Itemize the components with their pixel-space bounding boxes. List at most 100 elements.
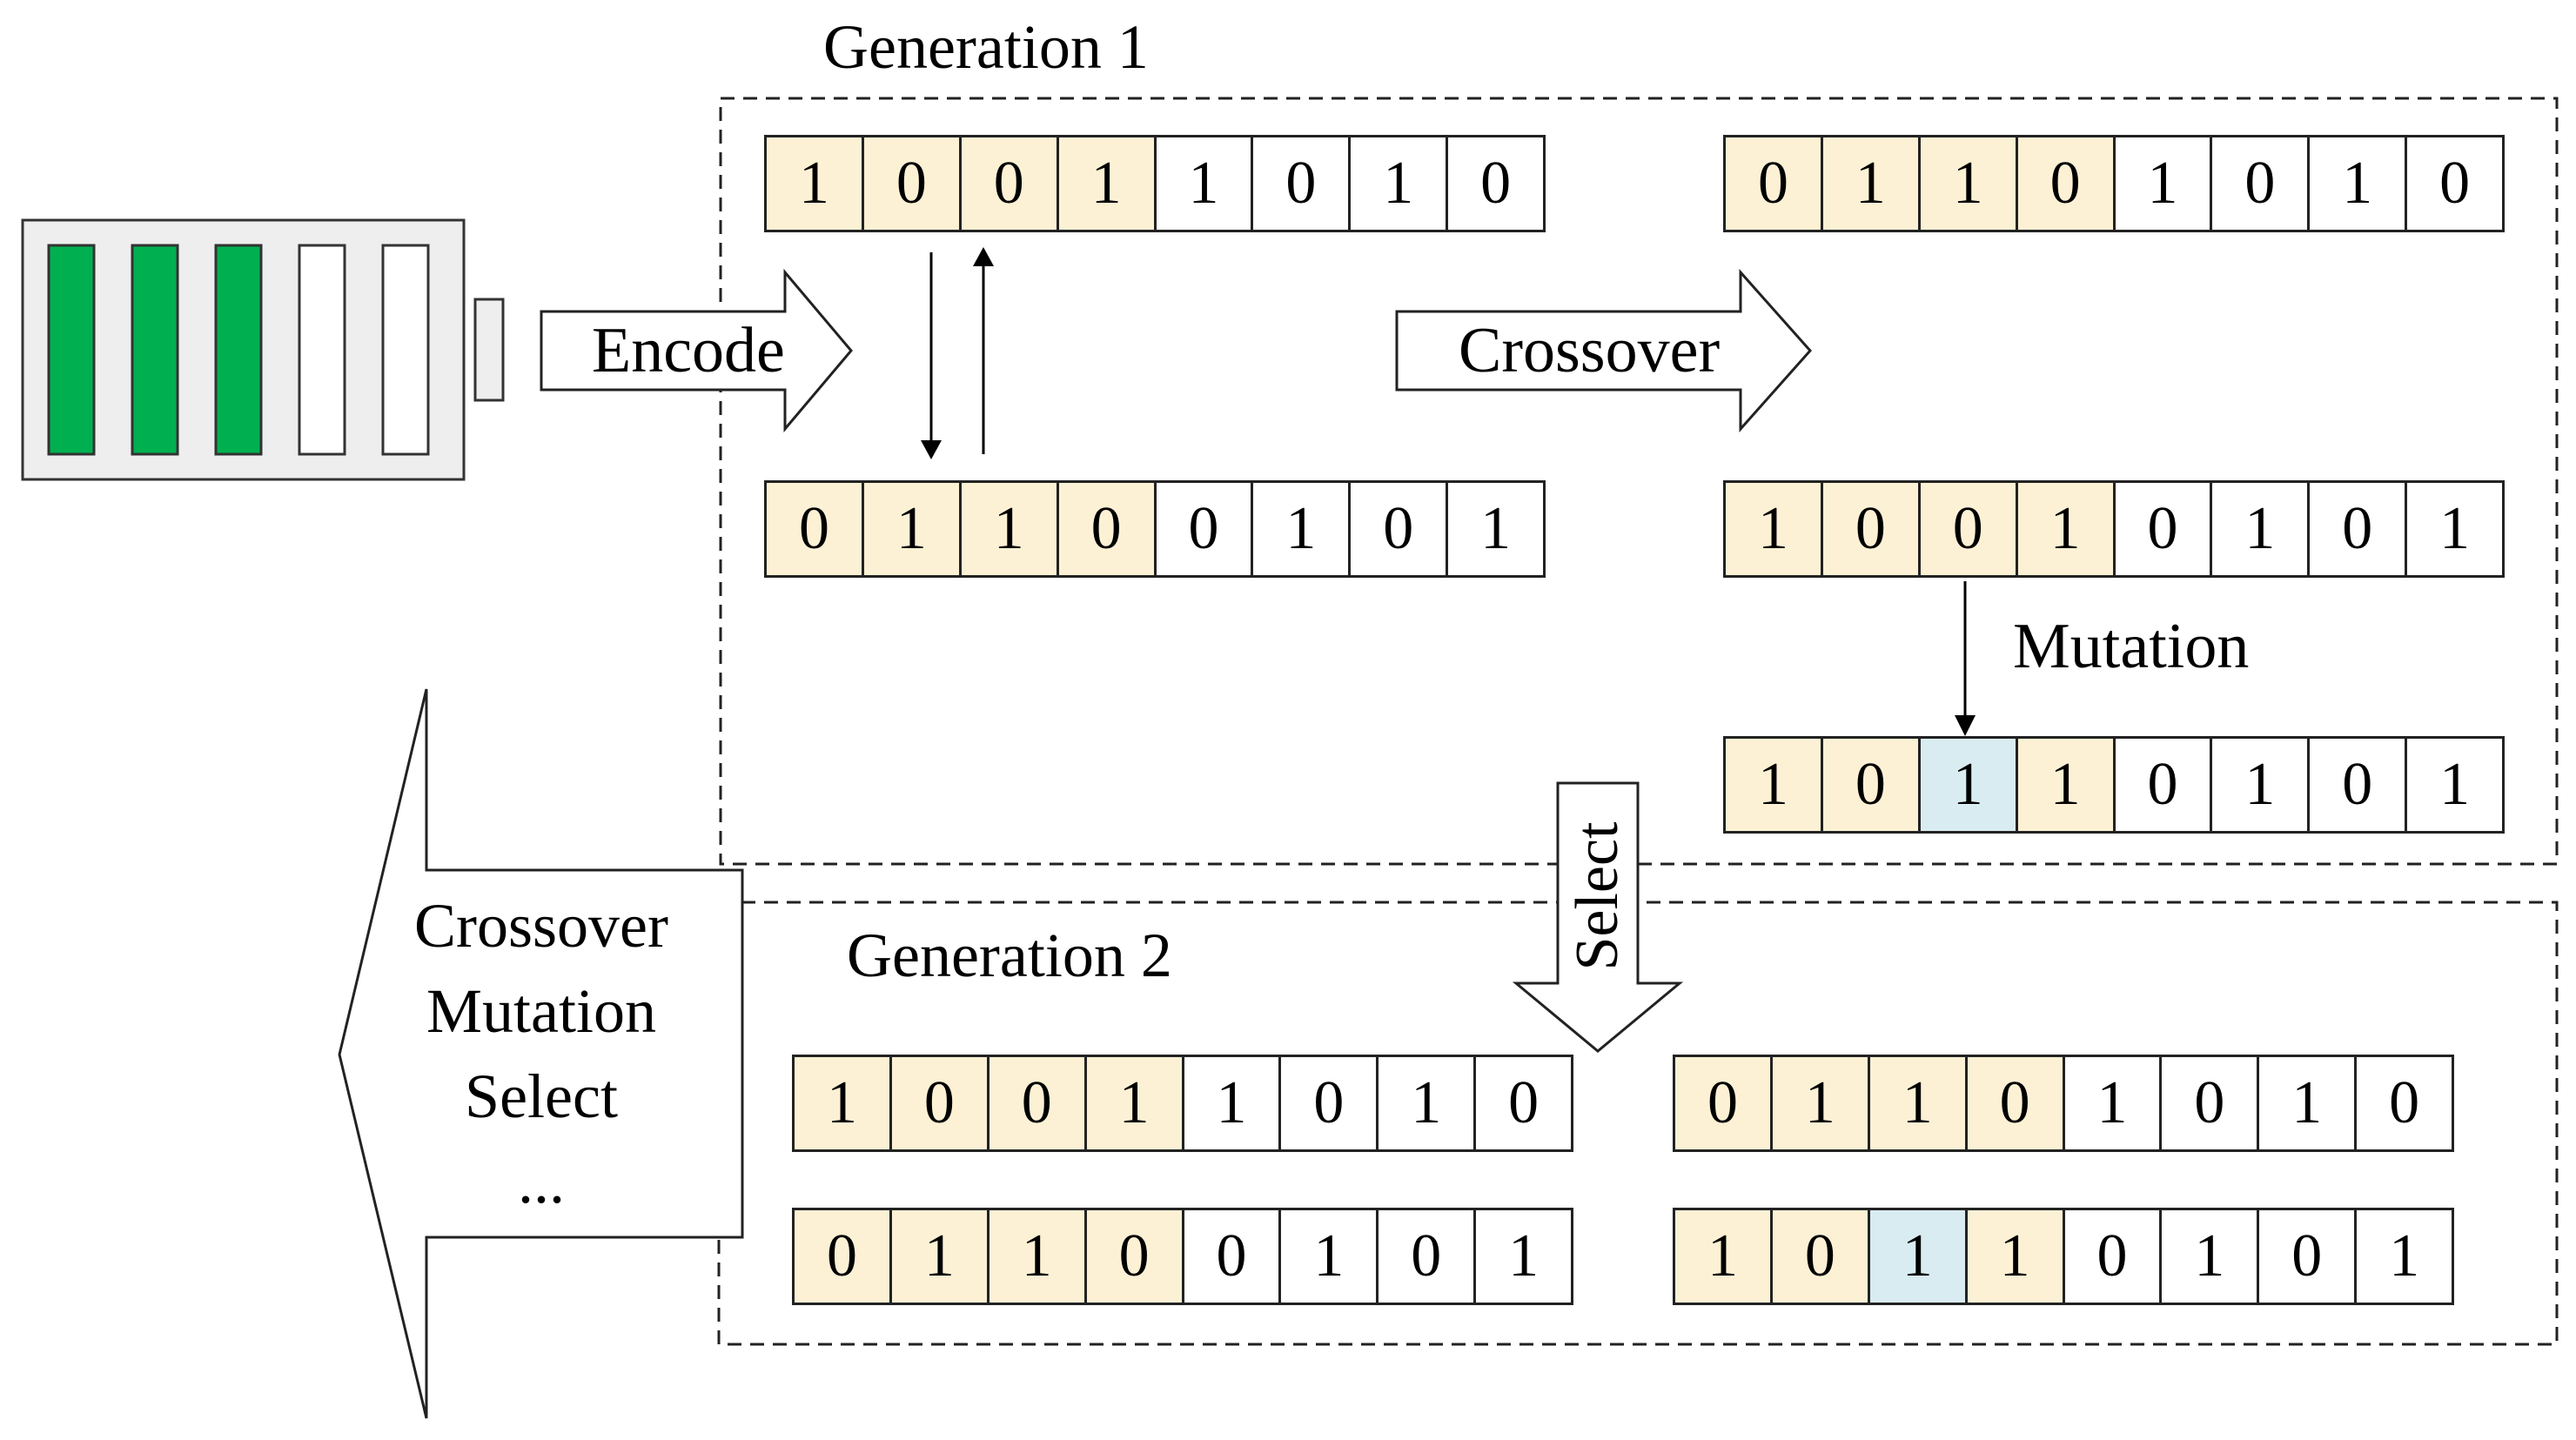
gene-cell: 1 [2407, 483, 2502, 575]
gene-cell: 1 [795, 1057, 892, 1149]
gene-cell: 1 [1869, 1057, 1968, 1149]
gene-cell: 0 [1822, 739, 1921, 831]
gene-cell: 0 [1920, 483, 2018, 575]
gene-cell: 1 [1726, 739, 1823, 831]
gene-cell: 1 [1058, 137, 1157, 230]
gene-cell: 0 [2017, 137, 2116, 230]
battery-cell [131, 244, 179, 456]
gene-cell: 0 [2310, 739, 2408, 831]
gene-cell: 0 [2115, 739, 2213, 831]
gene-cell: 0 [1448, 137, 1543, 230]
gene-cell: 1 [1967, 1210, 2065, 1303]
gene-cell: 1 [989, 1210, 1087, 1303]
crossover-arrow [1395, 269, 1813, 432]
loop-step: Mutation [426, 976, 656, 1046]
gene-cell: 1 [2212, 739, 2311, 831]
select-arrow [1512, 781, 1684, 1053]
battery-icon [21, 218, 505, 481]
gene-cell: 1 [2115, 137, 2213, 230]
gene-cell: 1 [2357, 1210, 2452, 1303]
battery-terminal [473, 298, 505, 402]
gene-cell: 1 [961, 483, 1059, 575]
gene-cell: 1 [2212, 483, 2311, 575]
gene-cell: 1 [2162, 1210, 2260, 1303]
gene-cell: 0 [2115, 483, 2213, 575]
loop-step: ... [518, 1147, 565, 1216]
gene-cell: 0 [1476, 1057, 1571, 1149]
mutated-gene-cell: 1 [1920, 739, 2018, 831]
gene-cell: 0 [1184, 1210, 1282, 1303]
exchange-down-arrowhead [921, 440, 942, 459]
gene-cell: 0 [1822, 483, 1921, 575]
gene-cell: 1 [1448, 483, 1543, 575]
gene-cell: 0 [1058, 483, 1157, 575]
gene-cell: 0 [961, 137, 1059, 230]
gene-cell: 0 [863, 137, 962, 230]
gene-cell: 1 [863, 483, 962, 575]
gene-cell: 1 [1184, 1057, 1282, 1149]
gene-cell: 0 [1675, 1057, 1773, 1149]
gene-cell: 0 [2162, 1057, 2260, 1149]
gene-cell: 1 [2407, 739, 2502, 831]
gene-cell: 0 [795, 1210, 892, 1303]
gene-cell: 0 [2357, 1057, 2452, 1149]
gene-cell: 1 [1476, 1210, 1571, 1303]
loop-step: Select [465, 1062, 618, 1131]
gene-cell: 0 [1351, 483, 1449, 575]
gene-cell: 1 [1920, 137, 2018, 230]
gene-cell: 0 [1967, 1057, 2065, 1149]
gene-cell: 1 [2017, 483, 2116, 575]
gene-cell: 1 [1379, 1057, 1477, 1149]
mutation-label: Mutation [2013, 611, 2250, 682]
generation2-title: Generation 2 [847, 921, 1172, 990]
gene-cell: 1 [767, 137, 864, 230]
gene-cell: 1 [2259, 1057, 2358, 1149]
gene-cell: 1 [2017, 739, 2116, 831]
exchange-up-arrowhead [973, 247, 994, 266]
select-label: Select [1564, 821, 1631, 971]
gene-cell: 1 [1156, 137, 1254, 230]
gene-cell: 0 [1379, 1210, 1477, 1303]
gene-cell: 0 [1086, 1210, 1184, 1303]
encode-label: Encode [592, 315, 785, 386]
gene-cell: 1 [1726, 483, 1823, 575]
gene-cell: 1 [1086, 1057, 1184, 1149]
mutation-arrowhead [1955, 715, 1976, 736]
loop-arrow [338, 688, 744, 1419]
gene-cell: 1 [891, 1210, 989, 1303]
encode-arrow [540, 268, 853, 433]
gene-cell: 0 [2259, 1210, 2358, 1303]
gene-cell: 1 [1822, 137, 1921, 230]
gene-cell: 1 [2064, 1057, 2163, 1149]
mutated-gene-cell: 1 [1869, 1210, 1968, 1303]
gene-cell: 1 [1772, 1057, 1870, 1149]
gene-cell: 1 [1281, 1210, 1379, 1303]
battery-cell [381, 244, 430, 456]
battery-cell [214, 244, 263, 456]
gene-cell: 0 [767, 483, 864, 575]
loop-step: Crossover [414, 891, 668, 961]
gene-cell: 0 [1253, 137, 1352, 230]
gene-cell: 0 [1281, 1057, 1379, 1149]
crossover-label: Crossover [1459, 315, 1721, 386]
gene-cell: 0 [1156, 483, 1254, 575]
gene-cell: 1 [1675, 1210, 1773, 1303]
gene-cell: 0 [2310, 483, 2408, 575]
gene-cell: 1 [2310, 137, 2408, 230]
gene-cell: 0 [989, 1057, 1087, 1149]
loop-steps: Crossover Mutation Select ... [367, 883, 715, 1224]
gene-cell: 0 [1772, 1210, 1870, 1303]
gene-cell: 1 [1351, 137, 1449, 230]
gene-cell: 0 [891, 1057, 989, 1149]
gene-cell: 0 [2064, 1210, 2163, 1303]
